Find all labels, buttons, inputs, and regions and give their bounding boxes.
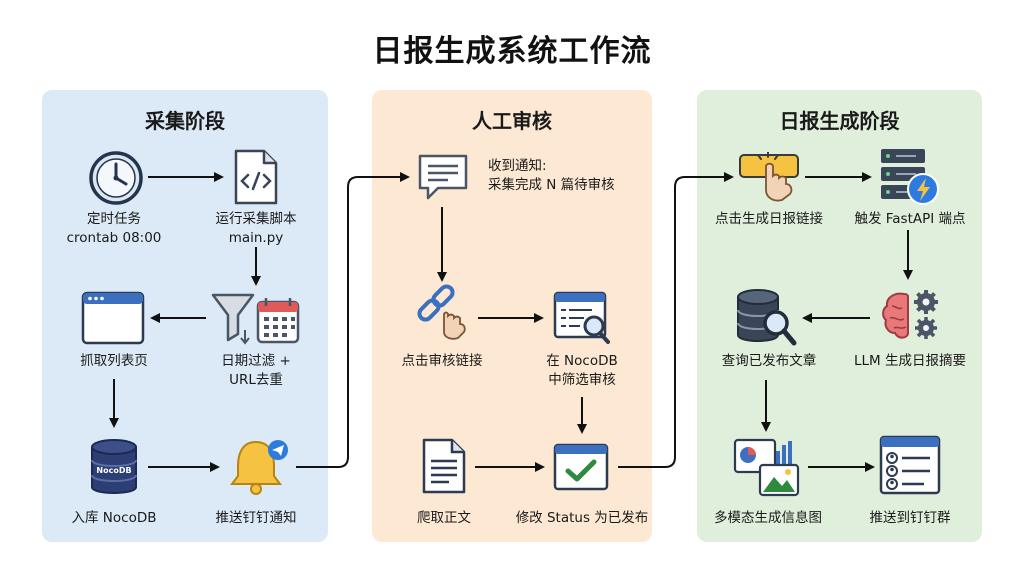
table-search-icon — [553, 291, 610, 344]
clock-icon — [89, 151, 143, 205]
step-llm-line1: LLM 生成日报摘要 — [854, 353, 966, 369]
server-bolt-icon — [881, 149, 939, 205]
step-query-label: 查询已发布文章 — [704, 352, 834, 371]
step-trigger-line1: 触发 FastAPI 端点 — [854, 211, 966, 227]
step-multimodal-label: 多模态生成信息图 — [700, 509, 836, 528]
step-list-line1: 抓取列表页 — [80, 353, 148, 369]
step-script-label: 运行采集脚本 main.py — [196, 210, 316, 248]
step-click-review-label: 点击审核链接 — [382, 352, 502, 371]
ai-brain-gear-icon — [882, 290, 938, 339]
filter-calendar-icon — [211, 293, 300, 345]
step-multimodal-line1: 多模态生成信息图 — [714, 510, 822, 526]
notification-bubble-icon — [418, 154, 468, 200]
document-icon — [422, 438, 466, 494]
arrow-status-to-clicklink — [618, 172, 734, 468]
database-icon-label: NocoDB — [96, 466, 131, 475]
step-nocodb-filter-label: 在 NocoDB 中筛选审核 — [522, 352, 642, 390]
stage-report-title: 日报生成阶段 — [779, 109, 900, 133]
step-status-label: 修改 Status 为已发布 — [505, 509, 659, 528]
approved-check-icon — [553, 443, 609, 491]
step-push-line1: 推送到钉钉群 — [869, 510, 951, 526]
step-list-label: 抓取列表页 — [54, 352, 174, 371]
bell-icon — [230, 440, 288, 495]
step-crawl-label: 爬取正文 — [384, 509, 504, 528]
step-query-line1: 查询已发布文章 — [721, 353, 817, 369]
infographic-icon — [733, 438, 800, 497]
step-db-label: 入库 NocoDB — [54, 509, 174, 528]
step-timer-line1: 定时任务 — [87, 211, 141, 227]
step-nocodb-filter-line2: 中筛选审核 — [548, 372, 616, 388]
link-click-icon — [417, 284, 466, 340]
step-push-label: 推送到钉钉群 — [840, 509, 980, 528]
database-search-icon — [737, 289, 797, 346]
stage-review-title: 人工审核 — [472, 109, 552, 133]
step-click-report-label: 点击生成日报链接 — [704, 210, 834, 229]
step-timer-line2: crontab 08:00 — [66, 230, 162, 246]
step-timer-label: 定时任务 crontab 08:00 — [54, 210, 174, 248]
code-file-icon — [234, 149, 278, 205]
step-click-review-line1: 点击审核链接 — [401, 353, 483, 369]
step-notify-label: 推送钉钉通知 — [196, 509, 316, 528]
step-notify-line1: 推送钉钉通知 — [215, 510, 297, 526]
step-crawl-line1: 爬取正文 — [417, 510, 471, 526]
step-status-line1: 修改 Status 为已发布 — [515, 510, 649, 526]
group-list-icon — [879, 435, 941, 495]
webpage-list-icon — [81, 291, 145, 345]
step-nocodb-filter-line1: 在 NocoDB — [546, 353, 618, 369]
step-receive-line1: 收到通知: — [488, 158, 547, 174]
step-receive-line2: 采集完成 N 篇待审核 — [488, 177, 615, 193]
step-script-line2: main.py — [228, 230, 284, 246]
step-filter-label: 日期过滤 + URL去重 — [196, 352, 316, 390]
database-icon: NocoDB — [91, 439, 137, 494]
step-llm-label: LLM 生成日报摘要 — [840, 352, 980, 371]
step-trigger-label: 触发 FastAPI 端点 — [840, 210, 980, 229]
step-filter-line2: URL去重 — [229, 372, 283, 388]
click-button-icon — [739, 152, 799, 202]
arrow-notify-to-receive — [296, 172, 410, 468]
step-db-line1: 入库 NocoDB — [71, 510, 157, 526]
step-receive-label: 收到通知: 采集完成 N 篇待审核 — [488, 157, 638, 195]
diagram-title: 日报生成系统工作流 — [372, 34, 652, 69]
step-script-line1: 运行采集脚本 — [215, 211, 297, 227]
step-click-report-line1: 点击生成日报链接 — [715, 211, 823, 227]
stage-collect-title: 采集阶段 — [145, 109, 225, 133]
step-filter-line1: 日期过滤 + — [221, 353, 291, 369]
